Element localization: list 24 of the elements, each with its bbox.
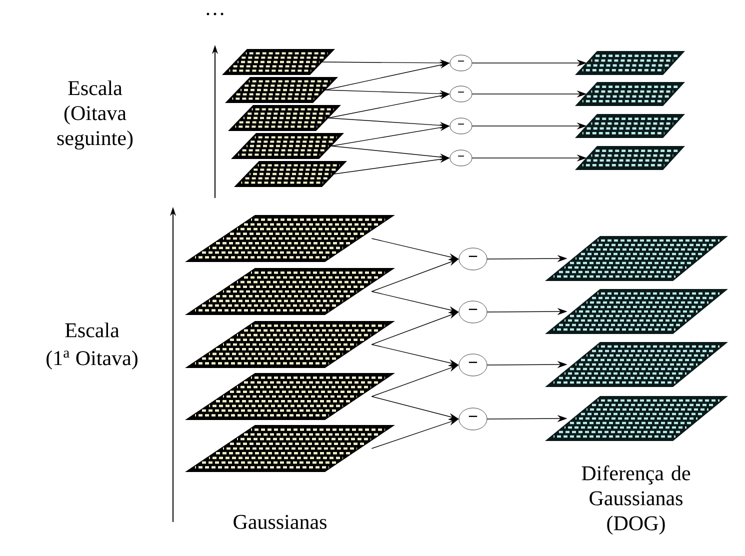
image-grid-drawing — [185, 425, 395, 472]
ellipsis: … — [206, 12, 224, 16]
image-grid-drawing — [185, 321, 395, 368]
image-grid-drawing — [185, 268, 395, 315]
image-grid-drawing — [185, 373, 395, 420]
image-grid-drawing — [231, 133, 344, 159]
axis-label: Escala — [65, 322, 120, 338]
image-grid-drawing — [545, 236, 728, 281]
caption-label: Gaussianas — [234, 514, 326, 530]
caption-label: Diferença de Gaussianas (DOG) — [582, 465, 690, 535]
image-grid-drawing — [575, 82, 685, 106]
image-grid-drawing — [228, 105, 341, 131]
image-grid-drawing — [234, 161, 347, 187]
image-grid-drawing — [222, 49, 335, 75]
image-grid-drawing — [575, 51, 685, 75]
axis-label: Escala (Oitava seguinte) — [57, 80, 133, 150]
axis-label: (1$^{a}$ Oitava) — [46, 350, 138, 370]
image-grid-drawing — [545, 289, 728, 334]
image-grid-drawing — [575, 146, 685, 170]
image-grid-drawing — [575, 114, 685, 138]
image-grid-drawing — [225, 77, 338, 103]
image-grid-drawing — [545, 342, 728, 387]
image-grid-drawing — [545, 396, 728, 441]
image-grid-drawing — [185, 215, 395, 262]
